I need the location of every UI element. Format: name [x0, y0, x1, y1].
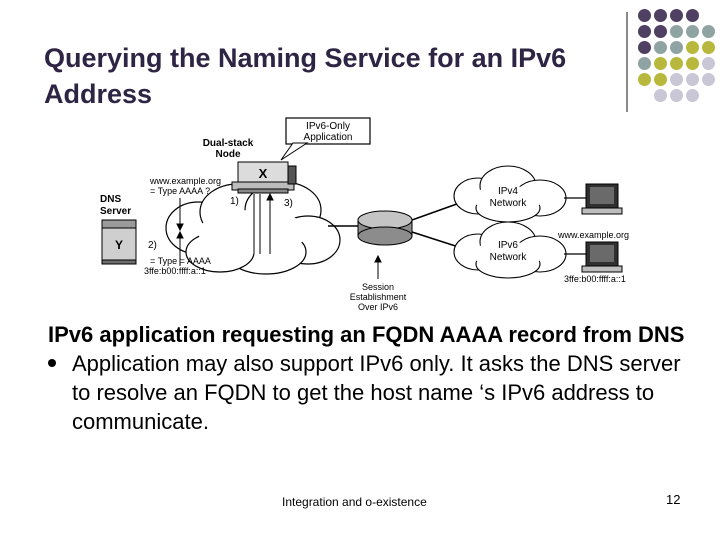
decor-dot: [686, 57, 699, 70]
dns-label-line2: Server: [100, 206, 131, 217]
decor-dot: [670, 25, 683, 38]
session-label-line3: Over IPv6: [358, 302, 398, 312]
page-number: 12: [666, 492, 681, 507]
ipv4-label-line1: IPv4: [498, 186, 518, 197]
session-label-line2: Establishment: [350, 292, 407, 302]
central-cloud: [165, 181, 341, 275]
step3-label: 3): [284, 198, 293, 209]
app-box-line1: IPv6-Only: [306, 121, 350, 132]
decor-dot: [638, 25, 651, 38]
slide-body: IPv6 application requesting an FQDN AAAA…: [48, 320, 698, 436]
dns-label-line1: DNS: [100, 194, 121, 205]
host-address-label: 3ffe:b00:ffff:a::1: [564, 274, 626, 284]
node-x-label: X: [259, 166, 268, 181]
decor-dot: [654, 25, 667, 38]
decor-dot: [638, 9, 651, 22]
decor-dot: [670, 41, 683, 54]
answer-line1: = Type = AAAA: [150, 256, 211, 266]
slide-title: Querying the Naming Service for an IPv6 …: [44, 43, 567, 109]
bullet-dot-icon: [48, 359, 56, 367]
app-box-line2: Application: [304, 132, 353, 143]
decor-dot: [638, 57, 651, 70]
ipv6-label-line1: IPv6: [498, 240, 518, 251]
host-name-label: www.example.org: [557, 230, 629, 240]
decor-dot: [670, 57, 683, 70]
dual-stack-label-line1: Dual-stack: [203, 138, 254, 149]
bullet-item: Application may also support IPv6 only. …: [48, 349, 698, 436]
bullet-text: Application may also support IPv6 only. …: [72, 351, 681, 434]
step1-label: 1): [230, 196, 239, 207]
decor-dot: [702, 41, 715, 54]
decor-dot: [702, 73, 715, 86]
ipv4-cloud: [453, 165, 567, 223]
step2-label: 2): [148, 240, 157, 251]
ipv6-host-icon: [581, 241, 623, 273]
ipv4-host-icon: [581, 183, 623, 215]
app-callout: IPv6-Only Application: [280, 117, 371, 161]
decor-dot: [670, 89, 683, 102]
decor-dot: [654, 57, 667, 70]
ipv4-label-line2: Network: [490, 198, 528, 209]
router-icon: [328, 199, 469, 251]
decor-dot: [670, 9, 683, 22]
decor-dot: [686, 25, 699, 38]
footer-text: Integration and o-existence: [282, 495, 427, 509]
decor-dot: [686, 41, 699, 54]
decor-dot: [638, 41, 651, 54]
query-line1: www.example.org: [149, 176, 221, 186]
network-diagram: IPv6-Only Application Dual-stack Node X …: [100, 117, 629, 312]
decor-dot: [686, 73, 699, 86]
decor-dot: [654, 73, 667, 86]
decor-dot: [654, 89, 667, 102]
decor-dot: [686, 9, 699, 22]
session-label-line1: Session: [362, 282, 394, 292]
decor-dot: [702, 25, 715, 38]
ipv6-label-line2: Network: [490, 252, 528, 263]
answer-line2: 3ffe:b00:ffff:a::1: [144, 266, 206, 276]
dual-stack-node-icon: X: [231, 161, 295, 194]
decor-dot: [654, 9, 667, 22]
flow-arrows: [176, 192, 382, 279]
body-heading: IPv6 application requesting an FQDN AAAA…: [48, 322, 685, 347]
decor-dot: [670, 73, 683, 86]
query-line2: = Type AAAA ?: [150, 186, 210, 196]
decor-dot: [638, 73, 651, 86]
decor-dot: [686, 89, 699, 102]
ipv6-cloud: [453, 221, 567, 279]
title-divider-line: [626, 12, 628, 112]
decor-dot: [702, 57, 715, 70]
decor-dot: [654, 41, 667, 54]
dual-stack-label-line2: Node: [216, 149, 241, 160]
node-monitor-edge: [287, 165, 297, 185]
dns-server-icon: Y: [101, 219, 137, 265]
server-y-label: Y: [115, 238, 123, 252]
